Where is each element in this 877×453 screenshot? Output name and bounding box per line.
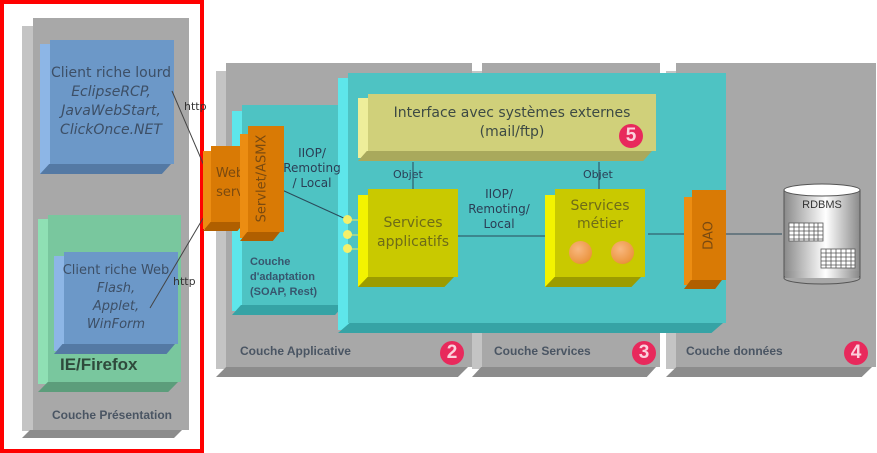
adaptation-label: d'adaptation — [250, 271, 315, 283]
business-services-label: Services — [570, 198, 630, 214]
business-object-icon — [611, 241, 634, 264]
database-cylinder — [783, 183, 861, 285]
external-interface-subtitle: (mail/ftp) — [479, 124, 545, 140]
web-client-title: Client riche Web — [62, 263, 170, 278]
adaptation-label: Couche — [250, 256, 291, 268]
heavy-client-example: JavaWebStart, — [61, 103, 161, 119]
app-services-label: Services — [383, 215, 443, 231]
protocol-label: IIOP/ — [298, 146, 326, 160]
connector-dot — [343, 244, 352, 253]
presentation-layer-title: Couche Présentation — [51, 408, 173, 422]
database-icon: RDBMS — [783, 183, 861, 285]
http-label-bottom: http — [173, 275, 196, 288]
web-client-box: Client riche Web Flash, Applet, WinForm — [54, 252, 178, 356]
external-interface-title: Interface avec systèmes externes — [393, 105, 631, 121]
web-client-example: Flash, — [96, 281, 136, 296]
web-client-example: Applet, — [92, 299, 140, 314]
external-number-badge: 5 — [619, 124, 643, 148]
http-line-top — [171, 90, 206, 169]
heavy-client-title: Client riche lourd — [51, 65, 171, 81]
object-label: Objet — [393, 168, 423, 181]
protocol-label: / Local — [292, 176, 332, 190]
servlet-box: Servlet/ASMX — [240, 126, 284, 242]
layer-number-badge: 2 — [440, 341, 464, 365]
database-label: RDBMS — [802, 199, 842, 211]
dao-label: DAO — [701, 221, 717, 250]
table-grid-icon — [820, 248, 856, 269]
services-layer-title: Couche Services — [494, 344, 591, 358]
application-layer-title: Couche Applicative — [240, 344, 351, 358]
app-services-label: applicatifs — [376, 234, 449, 250]
http-label-top: http — [184, 100, 207, 113]
heavy-client-box: Client riche lourd EclipseRCP, JavaWebSt… — [40, 40, 174, 174]
connector-dot — [343, 215, 352, 224]
servlet-connector — [281, 189, 349, 221]
heavy-client-example: ClickOnce.NET — [60, 122, 162, 138]
protocol-label: Remoting — [283, 161, 341, 175]
adaptation-label: (SOAP, Rest) — [250, 286, 318, 298]
connector-dot — [343, 230, 352, 239]
table-grid-icon — [788, 222, 824, 242]
servlet-label: Servlet/ASMX — [254, 134, 270, 223]
external-interface-box: Interface avec systèmes externes (mail/f… — [358, 94, 656, 162]
layer-number-badge: 3 — [632, 341, 656, 365]
protocol-label: Local — [483, 217, 515, 231]
heavy-client-example: EclipseRCP, — [71, 84, 151, 100]
layer-number-badge: 4 — [844, 341, 868, 365]
business-object-icon — [569, 241, 592, 264]
dao-box: DAO — [684, 190, 726, 290]
protocol-label: Remoting/ — [468, 202, 530, 216]
application-services-box: Services applicatifs — [358, 189, 458, 289]
data-layer-title: Couche données — [686, 344, 783, 358]
protocol-label: IIOP/ — [485, 187, 513, 201]
web-server-label: serv — [216, 185, 244, 200]
business-services-label: métier — [577, 216, 623, 232]
http-line-bottom — [149, 214, 206, 309]
business-services-box: Services métier — [545, 189, 645, 289]
object-label: Objet — [583, 168, 613, 181]
presentation-highlight-frame — [0, 0, 204, 453]
web-client-example: WinForm — [86, 317, 146, 332]
web-server-label: Web — [215, 166, 245, 181]
browser-title: IE/Firefox — [60, 355, 138, 374]
